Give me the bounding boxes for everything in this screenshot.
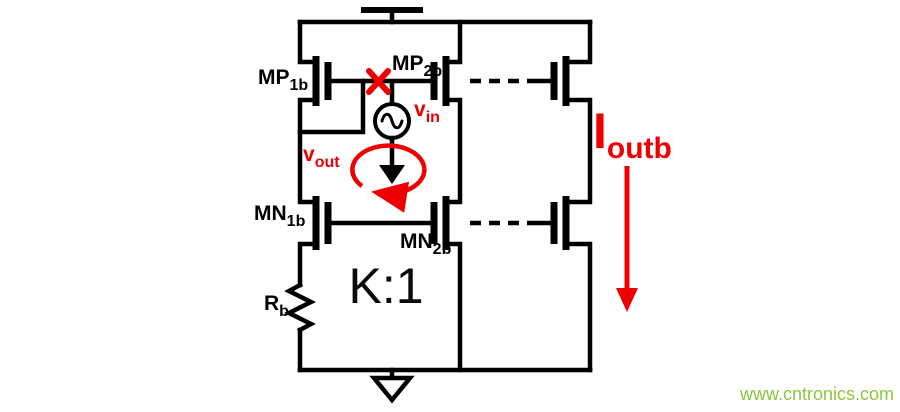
loop-break-x-icon (366, 68, 391, 95)
output-pmos-transistor (537, 56, 570, 106)
mp2b-label: MP2b (392, 52, 442, 80)
vout-label: vout (303, 143, 340, 171)
mn2b-label: MN2b (400, 230, 452, 258)
mp1b-label: MP1b (258, 66, 308, 94)
mirror-ratio-label: K:1 (348, 258, 423, 314)
mn2b-transistor (430, 196, 450, 250)
mp1b-diode-connection-wire (297, 78, 366, 135)
output-branch-wires (563, 19, 593, 373)
output-nmos-transistor (537, 196, 570, 250)
ioutb-current-arrow-icon (616, 166, 638, 312)
rb-resistor (283, 281, 317, 334)
vin-ac-source-icon (373, 102, 411, 184)
mn1b-label: MN1b (254, 202, 306, 230)
rb-label: Rb (264, 292, 289, 320)
small-ground-icon (379, 165, 405, 184)
ioutb-label: Ioutb (593, 103, 672, 165)
middle-branch-wires (443, 19, 463, 373)
left-branch-wires (297, 19, 319, 373)
feedback-loop-arrow-icon (350, 143, 427, 213)
ground-icon (369, 367, 415, 404)
sine-icon (380, 112, 404, 130)
watermark: www.cntronics.com (739, 384, 894, 404)
mp2b-transistor (430, 56, 450, 106)
vin-label: vin (414, 98, 440, 126)
